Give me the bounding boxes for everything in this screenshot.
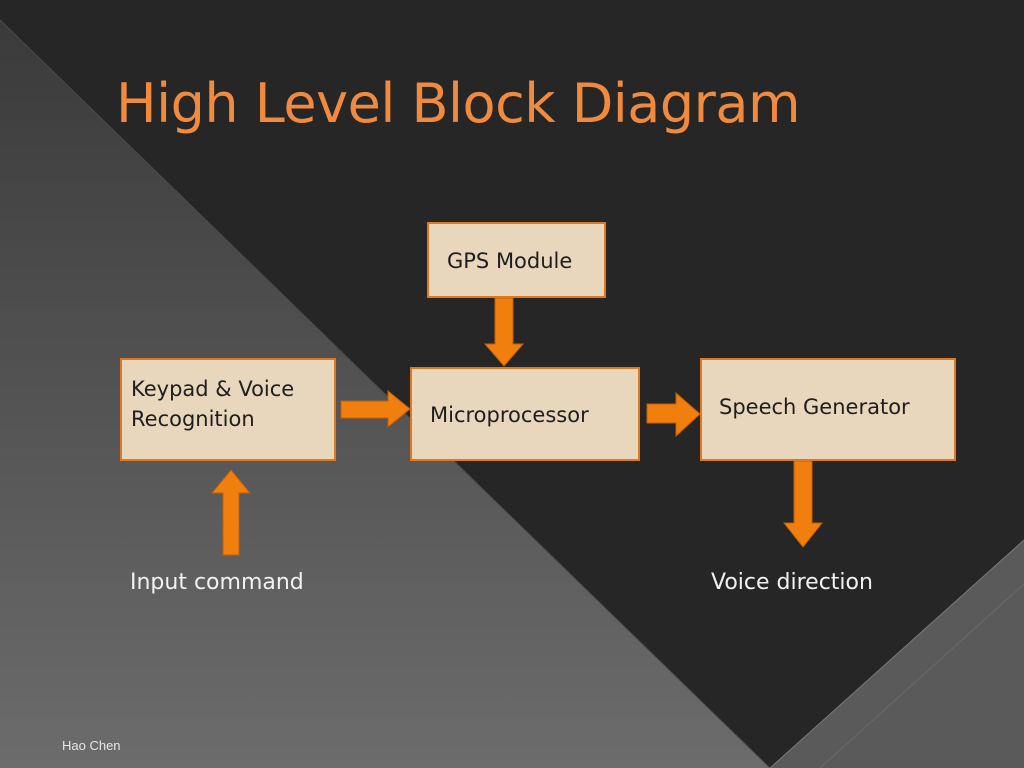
voice-direction-caption: Voice direction <box>711 570 873 595</box>
microprocessor-block: Microprocessor <box>410 367 640 461</box>
keypad-voice-label-line1: Keypad & Voice <box>131 377 295 401</box>
speech-generator-label: Speech Generator <box>719 395 910 419</box>
speech-generator-block: Speech Generator <box>700 358 956 461</box>
keypad-voice-label-line2: Recognition <box>131 407 255 431</box>
keypad-voice-recognition-block: Keypad & Voice Recognition <box>120 358 336 461</box>
slide-title: High Level Block Diagram <box>116 72 801 135</box>
gps-module-block: GPS Module <box>427 222 606 298</box>
microprocessor-label: Microprocessor <box>430 403 589 427</box>
arrow-keypad-to-microprocessor <box>340 390 411 429</box>
input-command-caption: Input command <box>130 570 304 595</box>
footer-author: Hao Chen <box>62 738 121 753</box>
arrow-microprocessor-to-speech-generator <box>646 392 701 438</box>
gps-module-label: GPS Module <box>447 249 573 273</box>
arrow-gps-to-microprocessor <box>484 298 524 367</box>
arrow-input-command-up <box>210 469 252 556</box>
arrow-voice-direction-down <box>782 461 824 548</box>
